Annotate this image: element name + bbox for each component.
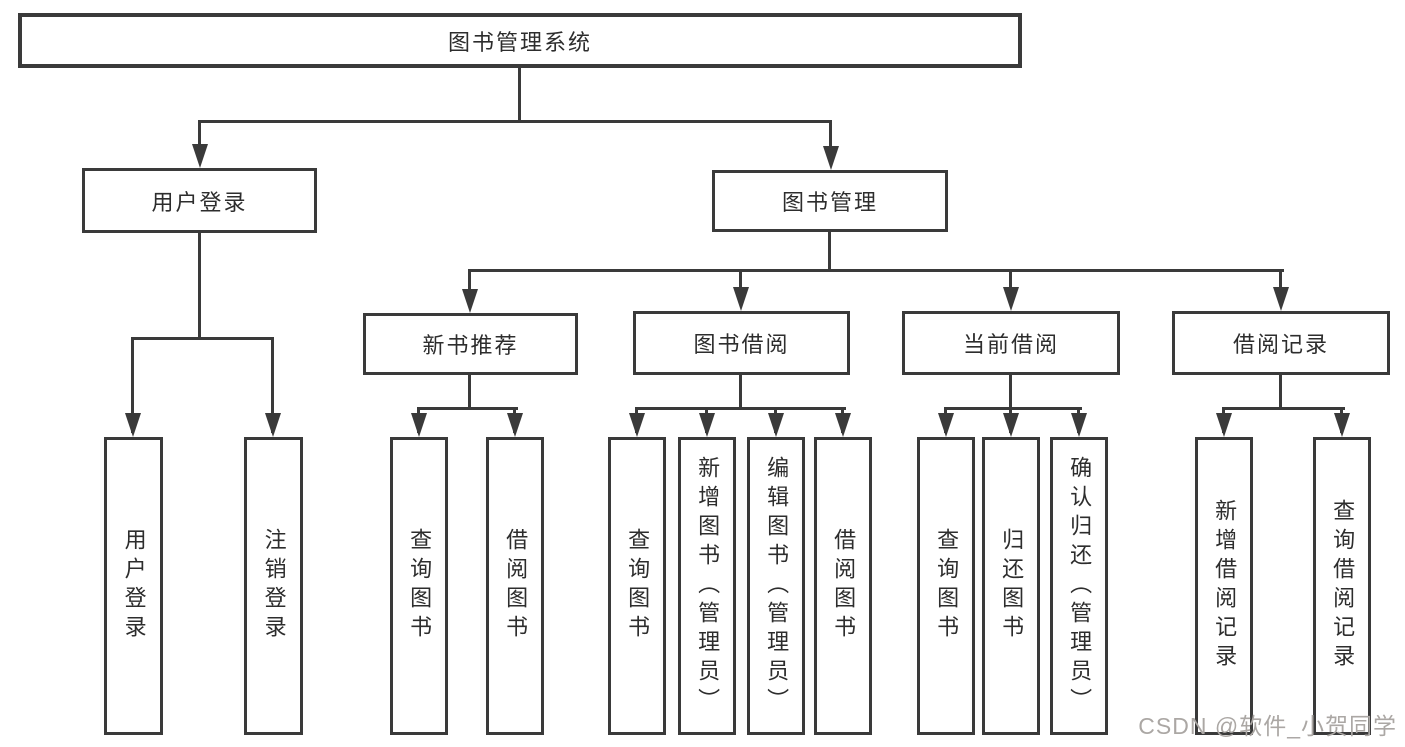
leaf-query-borrow-record: 查询借阅记录 bbox=[1313, 437, 1371, 735]
connector-vline bbox=[271, 337, 274, 433]
connector-vline bbox=[198, 120, 201, 150]
connector-vline bbox=[468, 375, 471, 407]
connector-vline bbox=[518, 68, 521, 120]
arrow-down-icon bbox=[823, 146, 839, 170]
leaf-query-book-current: 查询图书 bbox=[917, 437, 975, 735]
connector-vline bbox=[468, 269, 471, 293]
connector-vline bbox=[1009, 375, 1012, 407]
arrow-down-icon bbox=[192, 144, 208, 168]
arrow-down-icon bbox=[507, 413, 523, 437]
connector-hline bbox=[198, 120, 832, 123]
connector-hline bbox=[944, 407, 1082, 410]
connector-vline bbox=[829, 120, 832, 152]
node-book-borrow: 图书借阅 bbox=[633, 311, 850, 375]
connector-vline bbox=[1279, 375, 1282, 407]
arrow-down-icon bbox=[1071, 413, 1087, 437]
node-new-book-recommend: 新书推荐 bbox=[363, 313, 578, 375]
arrow-down-icon bbox=[265, 413, 281, 437]
arrow-down-icon bbox=[462, 289, 478, 313]
node-root: 图书管理系统 bbox=[18, 13, 1022, 68]
arrow-down-icon bbox=[768, 413, 784, 437]
connector-vline bbox=[739, 375, 742, 407]
connector-hline bbox=[417, 407, 518, 410]
arrow-down-icon bbox=[125, 413, 141, 437]
node-user-login: 用户登录 bbox=[82, 168, 317, 233]
connector-vline bbox=[828, 232, 831, 269]
arrow-down-icon bbox=[1003, 413, 1019, 437]
leaf-query-book-recommend: 查询图书 bbox=[390, 437, 448, 735]
connector-hline bbox=[1222, 407, 1345, 410]
node-current-borrow: 当前借阅 bbox=[902, 311, 1120, 375]
arrow-down-icon bbox=[411, 413, 427, 437]
node-book-management: 图书管理 bbox=[712, 170, 948, 232]
arrow-down-icon bbox=[835, 413, 851, 437]
connector-vline bbox=[198, 233, 201, 337]
leaf-logout: 注销登录 bbox=[244, 437, 303, 735]
leaf-add-book-admin: 新增图书（管理员） bbox=[678, 437, 736, 735]
csdn-watermark: CSDN @软件_小贺同学 bbox=[1138, 713, 1397, 739]
arrow-down-icon bbox=[1334, 413, 1350, 437]
leaf-edit-book-admin: 编辑图书（管理员） bbox=[747, 437, 805, 735]
connector-vline bbox=[739, 269, 742, 291]
arrow-down-icon bbox=[629, 413, 645, 437]
arrow-down-icon bbox=[1273, 287, 1289, 311]
arrow-down-icon bbox=[699, 413, 715, 437]
connector-vline bbox=[1279, 269, 1282, 291]
leaf-add-borrow-record: 新增借阅记录 bbox=[1195, 437, 1253, 735]
connector-vline bbox=[1009, 269, 1012, 291]
arrow-down-icon bbox=[1216, 413, 1232, 437]
connector-hline bbox=[131, 337, 274, 340]
leaf-query-book-borrow: 查询图书 bbox=[608, 437, 666, 735]
node-borrow-records: 借阅记录 bbox=[1172, 311, 1390, 375]
connector-hline bbox=[635, 407, 846, 410]
arrow-down-icon bbox=[1003, 287, 1019, 311]
leaf-borrow-book-recommend: 借阅图书 bbox=[486, 437, 544, 735]
connector-hline bbox=[468, 269, 1284, 272]
leaf-confirm-return-admin: 确认归还（管理员） bbox=[1050, 437, 1108, 735]
arrow-down-icon bbox=[733, 287, 749, 311]
leaf-user-login: 用户登录 bbox=[104, 437, 163, 735]
leaf-return-book: 归还图书 bbox=[982, 437, 1040, 735]
arrow-down-icon bbox=[938, 413, 954, 437]
connector-vline bbox=[131, 337, 134, 433]
leaf-borrow-book-borrow: 借阅图书 bbox=[814, 437, 872, 735]
